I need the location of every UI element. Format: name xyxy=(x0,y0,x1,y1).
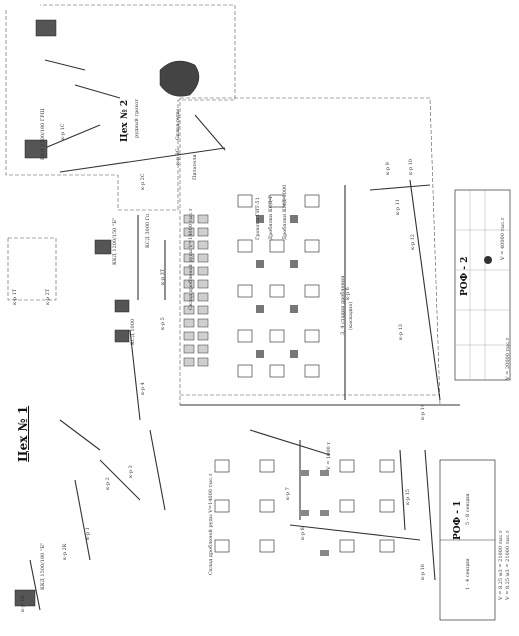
conveyor-shop1-c xyxy=(99,459,141,501)
label-stage34: 3, 4 стадии дробления xyxy=(340,275,346,335)
conveyor-shop1-f xyxy=(29,559,41,611)
conveyor-rof1-feed xyxy=(424,449,436,581)
conveyor-tag: к-р 2С xyxy=(140,173,146,190)
conveyor-tag: к-р 9 xyxy=(385,162,391,175)
conveyor-tag: к-р 4 xyxy=(140,382,146,395)
conveyor-shop2-c xyxy=(74,84,121,99)
label-ksd1: КСД 1000 xyxy=(130,318,136,345)
crusher-ksd-a xyxy=(114,299,130,313)
label-grohot: Грохоты ГИТ-51 xyxy=(255,197,261,240)
label-rof1-v2: V = 8.25 м3 = 21000 тыс.т xyxy=(505,530,511,600)
label-kkd1500: ККД 1500/180 "Б" xyxy=(40,542,46,590)
conveyor-tag: к-р 10 xyxy=(408,159,414,175)
conveyor-lines xyxy=(29,59,460,611)
crusher-ksd-b xyxy=(114,329,130,343)
conveyor-shop1-d xyxy=(129,329,141,421)
conveyor-tag: к-р 1Т xyxy=(12,288,18,305)
label-kcd: КСД 3000 Гп xyxy=(145,213,151,248)
conveyor-tag: к-р 2К xyxy=(62,543,68,560)
conveyor-tag: к-р 6 xyxy=(345,287,351,300)
conveyor-shop2-a xyxy=(39,124,101,151)
label-stage34b: (каскадно) xyxy=(348,301,354,330)
label-crusher-list: Дробилки КСД-Г xyxy=(268,195,274,240)
rof1-title: РОФ - 1 xyxy=(453,500,463,540)
conveyor-shop1-b xyxy=(74,479,91,561)
shop2-title: Цех № 2 xyxy=(120,99,130,142)
label-rof2-v1: V = 40000 тыс.т xyxy=(500,217,506,260)
label-v1000: V = 1000 т xyxy=(326,441,332,470)
conveyor-tag: к-р 1 xyxy=(85,527,91,540)
conveyor-tag: к-р 1К xyxy=(20,595,26,612)
label-rof1-sec2: 5 - 8 секции xyxy=(465,493,471,525)
conveyor-shop1-e xyxy=(149,429,166,511)
conveyor-shop2-d xyxy=(44,59,86,71)
conveyor-tag: к-р 11 xyxy=(395,199,401,215)
rof2-mill-icon xyxy=(484,256,492,264)
crusher-shop2-top xyxy=(35,19,57,37)
conveyor-tag: к-р 3Т xyxy=(160,268,166,285)
rof2-title: РОФ - 2 xyxy=(460,256,470,296)
bunker-row-top xyxy=(183,214,209,367)
label-kkd-mid: ККД 1200/150 "Б" xyxy=(112,217,118,265)
label-rof1-v1: V = 8.25 м3 = 21000 тыс.т xyxy=(498,530,504,600)
shop2-boundary xyxy=(5,4,236,211)
shop1-title: Цех № 1 xyxy=(16,405,30,462)
label-kkd-shop2: ККД 1500/180 ГРЩ xyxy=(40,108,46,160)
conveyor-tag: к-р 15 xyxy=(405,489,411,505)
rof2-sections xyxy=(455,190,510,380)
conveyor-mid-2 xyxy=(399,449,406,531)
shop2-subtitle: рудный грохот xyxy=(134,99,140,138)
conveyor-tag: к-р 8 xyxy=(300,527,306,540)
conveyor-mid-3 xyxy=(249,429,331,456)
workshop-boundaries xyxy=(5,4,441,406)
rof2-building xyxy=(454,189,511,381)
primary-crushers xyxy=(14,19,130,607)
main-building-boundary xyxy=(179,97,441,406)
conveyor-tag: к-р 1С xyxy=(60,123,66,140)
label-sklad-rudy: Склад руды xyxy=(175,109,181,140)
label-bunker2: Склад дробленой руды V=14000 тыс.т xyxy=(208,473,214,575)
ore-stockpile xyxy=(159,60,200,97)
conveyor-tag: к-р 3С xyxy=(175,148,181,165)
label-feeders: Питатели xyxy=(192,154,198,180)
conveyor-tag: к-р 14 xyxy=(420,404,426,420)
screen-grid-stage34 xyxy=(256,215,298,358)
crusher-mid-kkd xyxy=(94,239,112,255)
crusher-grid-lower xyxy=(214,459,395,553)
shop1-boundary xyxy=(7,237,57,301)
label-rof2-v2: V = 20000 тыс.т xyxy=(505,337,511,380)
conveyor-main-shop2 xyxy=(59,147,226,173)
conveyor-tag: к-р 16 xyxy=(420,564,426,580)
conveyor-shop1-a xyxy=(59,419,101,451)
conveyor-mid-4 xyxy=(289,524,421,541)
conveyor-tag: к-р 2 xyxy=(105,477,111,490)
crusher-grid-stage34 xyxy=(237,194,320,378)
conveyor-rof2-feed xyxy=(409,179,441,401)
label-rof1-sec1: 1 - 4 секции xyxy=(465,558,471,590)
label-bunker: Склад дробленой руды V=14000 тыс.т xyxy=(188,208,194,310)
conveyor-tag: к-р 12 xyxy=(410,234,416,250)
conveyor-tag: к-р 2Т xyxy=(45,288,51,305)
conveyor-tag: к-р 7 xyxy=(285,487,291,500)
conveyor-tag: к-р 3 xyxy=(128,465,134,478)
screen-grid-lower xyxy=(300,470,329,556)
conveyor-shop2-b xyxy=(194,114,226,151)
conveyor-top-right xyxy=(369,184,431,191)
conveyor-tag: к-р 5 xyxy=(160,317,166,330)
crusher-shop1-kkd xyxy=(14,589,36,607)
conveyor-tag: к-р 13 xyxy=(398,324,404,340)
crusher-shop2-kkd xyxy=(24,139,48,159)
label-crush-grid: Дробилки КМД-3000 xyxy=(282,184,288,240)
